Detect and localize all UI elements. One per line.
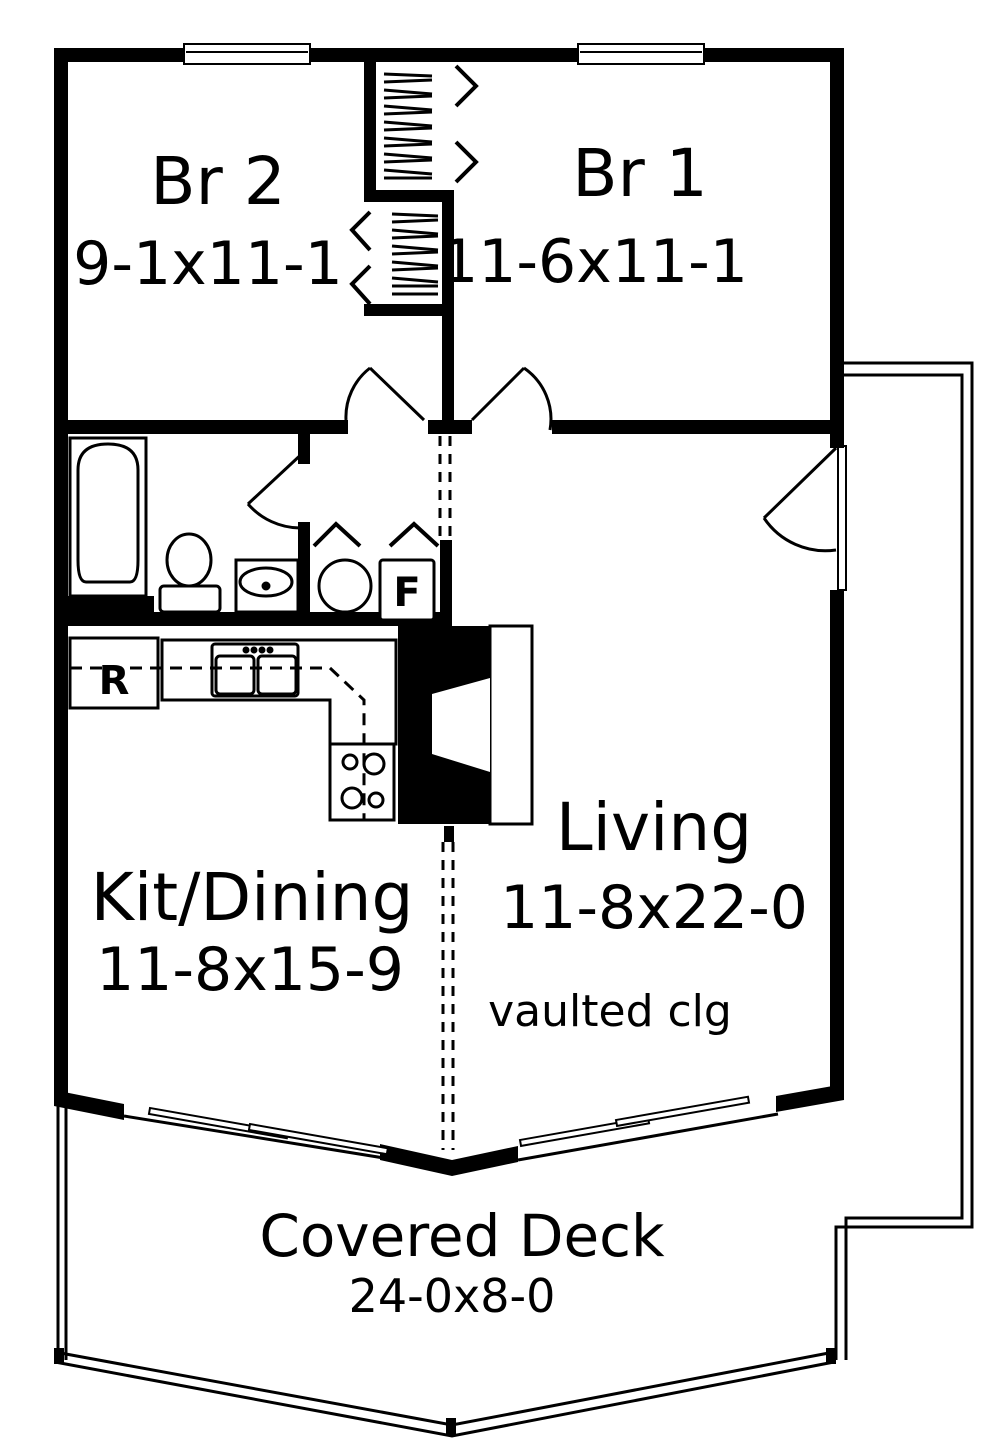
window-br2 [183, 43, 311, 65]
room-br2: Br 2 9-1x11-1 [73, 143, 343, 299]
upper-cabinet-line [70, 666, 366, 820]
room-name: Kit/Dining [91, 859, 414, 936]
closet-br1 [383, 64, 479, 184]
toilet-icon [165, 532, 213, 588]
bathroom [68, 436, 300, 614]
double-sink-icon [210, 642, 300, 698]
door-br2[interactable] [344, 366, 426, 422]
beam-line [438, 436, 455, 1150]
fireplace [432, 624, 534, 826]
range-icon [328, 742, 396, 822]
deck-post [54, 1348, 64, 1364]
deck-post [446, 1418, 456, 1436]
furnace-label: F [393, 570, 420, 616]
deck-post [826, 1348, 836, 1364]
sink-icon [234, 558, 300, 614]
room-name: Br 2 [150, 143, 285, 220]
room-living: Living 11-8x22-0 vaulted clg [488, 789, 808, 1037]
door-utility[interactable] [312, 521, 440, 548]
front-wall [54, 1084, 844, 1176]
room-name: Br 1 [572, 135, 707, 212]
room-name: Living [556, 789, 752, 866]
room-dimensions: 11-8x22-0 [500, 873, 808, 943]
room-dimensions: 11-8x15-9 [96, 935, 404, 1005]
refrigerator-icon: R [68, 636, 160, 710]
refrigerator-label: R [99, 658, 130, 704]
ceiling-note: vaulted clg [488, 986, 732, 1037]
water-heater-icon [317, 558, 373, 614]
bathtub-icon [76, 442, 140, 584]
room-kit-dining: Kit/Dining 11-8x15-9 [91, 859, 414, 1005]
furnace-icon: F [378, 558, 436, 622]
room-dimensions: 9-1x11-1 [73, 229, 343, 299]
room-name: Covered Deck [259, 1202, 665, 1270]
room-br1: Br 1 11-6x11-1 [440, 135, 748, 297]
door-br1[interactable] [470, 366, 553, 431]
door-bath[interactable] [246, 448, 308, 530]
window-br1 [577, 43, 705, 65]
closet-br2 [349, 210, 439, 306]
room-covered-deck: Covered Deck 24-0x8-0 [259, 1202, 665, 1323]
room-dimensions: 11-6x11-1 [440, 227, 748, 297]
door-side-entry[interactable] [762, 445, 847, 591]
room-dimensions: 24-0x8-0 [349, 1269, 556, 1323]
